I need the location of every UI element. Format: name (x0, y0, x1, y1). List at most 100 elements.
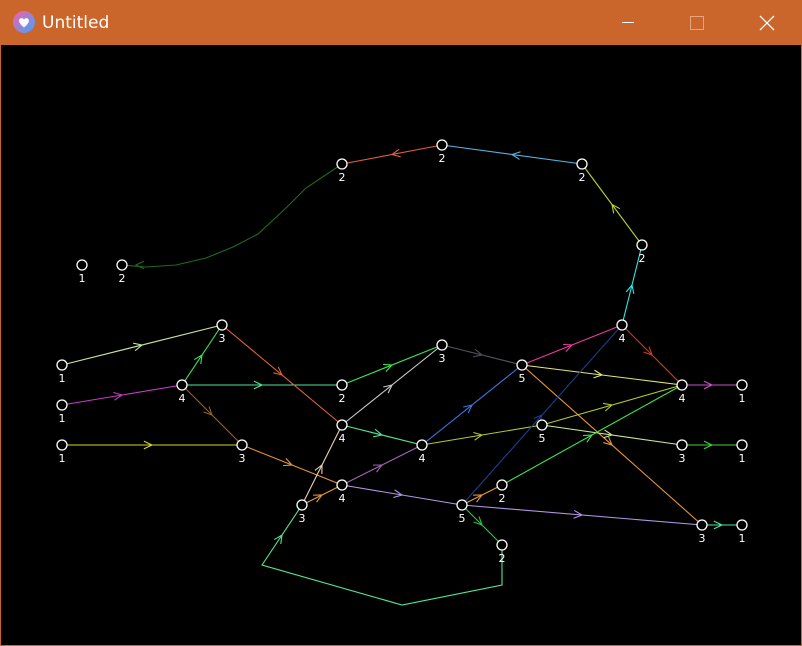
minimize-button[interactable] (605, 0, 651, 45)
edge-arrow-8 (253, 380, 264, 390)
edge-arrow-28 (473, 516, 483, 526)
edge-arrow-33 (312, 494, 324, 503)
node-label: 1 (59, 452, 66, 465)
edge-arrow-30 (393, 489, 404, 499)
graph-node (216, 319, 228, 331)
graph-node (336, 379, 348, 391)
node-label: 5 (459, 512, 466, 525)
edge-arrow-14 (383, 384, 393, 394)
edge-arrow-31 (372, 464, 384, 473)
edge-arrow-12 (282, 457, 294, 467)
edge-arrow-15 (373, 428, 384, 438)
node-label: 4 (179, 392, 186, 405)
graph-node (736, 379, 748, 391)
node-label: 1 (739, 392, 746, 405)
graph-node (416, 439, 428, 451)
window-title: Untitled (42, 13, 110, 33)
edge-arrow-36 (703, 440, 714, 450)
edge-arrow-0 (134, 260, 145, 270)
node-label: 4 (339, 432, 346, 445)
node-label: 3 (439, 352, 446, 365)
edge-arrow-10 (273, 366, 283, 376)
node-label: 1 (79, 272, 86, 285)
edge-arrow-35 (703, 380, 714, 390)
edge-arrow-17 (562, 343, 574, 353)
title-bar[interactable]: Untitled (1, 0, 802, 45)
edge-arrow-32 (314, 463, 323, 475)
edge-arrow-6 (113, 391, 124, 401)
graph-node (56, 399, 68, 411)
graph-node (516, 359, 528, 371)
close-icon (759, 15, 775, 31)
node-label: 2 (499, 492, 506, 505)
graph-node (336, 479, 348, 491)
maximize-button[interactable] (674, 0, 720, 45)
node-label: 1 (59, 372, 66, 385)
graph-node (696, 519, 708, 531)
edge-arrow-9 (203, 406, 213, 416)
node-label: 1 (739, 452, 746, 465)
node-label: 2 (119, 272, 126, 285)
graph-node (736, 519, 748, 531)
graph-node (336, 419, 348, 431)
edge-arrow-18 (593, 369, 604, 379)
graph-edge-0 (121, 163, 343, 268)
heart-app-icon (13, 11, 35, 33)
edge-arrow-7 (193, 353, 203, 364)
node-label: 5 (539, 432, 546, 445)
graph-node (536, 419, 548, 431)
edge-arrow-3 (611, 203, 621, 214)
close-button[interactable] (743, 0, 789, 45)
graph-node (576, 158, 588, 170)
node-label: 2 (579, 171, 586, 184)
edge-arrow-21 (473, 431, 484, 441)
node-label: 2 (499, 552, 506, 565)
graph-node (616, 319, 628, 331)
graph-node (56, 439, 68, 451)
graph-node (76, 259, 88, 271)
edge-arrow-23 (603, 429, 614, 439)
maximize-icon (690, 16, 704, 30)
node-label: 3 (239, 452, 246, 465)
node-label: 5 (519, 372, 526, 385)
graph-node (176, 379, 188, 391)
graph-node (236, 439, 248, 451)
edge-arrow-27 (472, 494, 484, 503)
edge-arrow-20 (463, 404, 473, 414)
edge-arrow-4 (625, 283, 635, 294)
node-label: 4 (619, 332, 626, 345)
edge-arrow-34 (273, 533, 283, 544)
node-label: 1 (739, 532, 746, 545)
graph-node (676, 379, 688, 391)
node-label: 2 (339, 392, 346, 405)
edge-arrow-24 (643, 346, 653, 356)
node-label: 4 (679, 392, 686, 405)
node-label: 1 (59, 412, 66, 425)
node-label: 2 (339, 171, 346, 184)
edge-arrow-1 (390, 148, 401, 158)
graph-node (456, 499, 468, 511)
graph-node (56, 359, 68, 371)
graph-node (296, 499, 308, 511)
node-label: 3 (679, 452, 686, 465)
graph-node (736, 439, 748, 451)
node-label: 4 (339, 492, 346, 505)
graph-node (436, 339, 448, 351)
graph-node (496, 539, 508, 551)
node-label: 3 (699, 532, 706, 545)
node-label: 2 (639, 252, 646, 265)
node-label: 3 (219, 332, 226, 345)
graph-node (636, 239, 648, 251)
node-label: 2 (439, 152, 446, 165)
graph-node (336, 158, 348, 170)
edge-arrow-5 (133, 342, 144, 352)
edge-arrow-2 (510, 151, 521, 160)
graph-node (676, 439, 688, 451)
edge-arrow-11 (143, 440, 154, 450)
edge-arrow-29 (573, 509, 584, 519)
edge-arrow-13 (382, 363, 394, 373)
node-label: 4 (419, 452, 426, 465)
